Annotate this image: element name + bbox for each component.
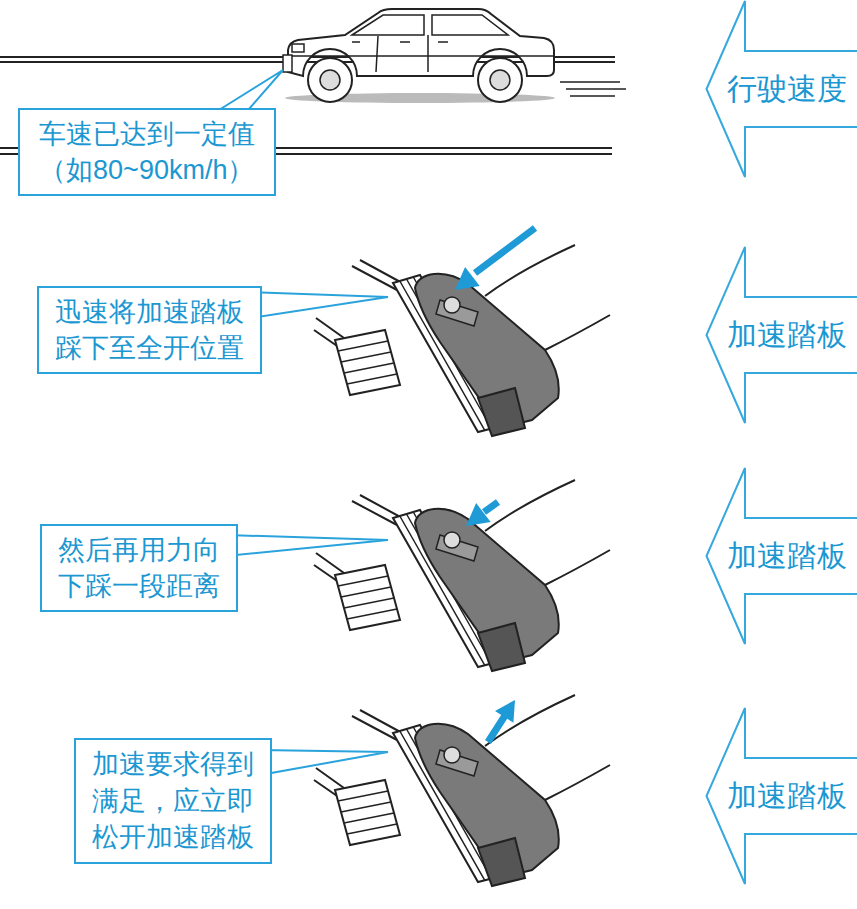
car-hub xyxy=(320,70,340,90)
callout-pointer xyxy=(226,535,388,556)
pedal-scene xyxy=(314,695,610,886)
arrow-outline xyxy=(707,708,857,884)
pedal-scene xyxy=(314,245,610,436)
arrow-outline xyxy=(707,468,857,644)
arrow-outline xyxy=(707,1,857,177)
push-arrow-head xyxy=(466,503,491,526)
callout-box: 加速要求得到 满足，应立即 松开加速踏板 xyxy=(74,738,272,863)
push-arrow xyxy=(475,228,535,273)
arrow-label: 加速踏板 xyxy=(727,538,847,574)
arrow-label: 加速踏板 xyxy=(727,317,847,353)
arrow-tag: 加速踏板 xyxy=(705,246,857,424)
arrow-outline xyxy=(707,247,857,423)
push-arrow-head xyxy=(455,267,480,290)
car-wheel xyxy=(478,58,522,102)
release-arrow xyxy=(488,714,506,742)
car-headlight xyxy=(292,44,304,52)
pedal-scene xyxy=(314,480,610,671)
callout-text: 然后再用力向 下踩一段距离 xyxy=(54,532,224,605)
arrow-tag: 加速踏板 xyxy=(705,707,857,885)
callout-box: 迅速将加速踏板 踩下至全开位置 xyxy=(37,286,262,375)
car-wheel xyxy=(308,58,352,102)
arrow-label: 加速踏板 xyxy=(727,778,847,814)
callout-box: 然后再用力向 下踩一段距离 xyxy=(40,524,238,613)
arrow-tag: 行驶速度 xyxy=(705,0,857,178)
speed-lines xyxy=(560,82,626,96)
release-arrow-head xyxy=(495,700,515,723)
callout-pointer xyxy=(260,750,388,775)
car-bumper xyxy=(283,55,292,72)
arrow-label: 行驶速度 xyxy=(727,71,847,107)
callout-pointer xyxy=(250,292,388,318)
car-window xyxy=(352,15,424,35)
callout-box: 车速已达到一定值 （如80~90km/h） xyxy=(18,108,276,197)
car-hub xyxy=(490,70,510,90)
car-window xyxy=(432,15,508,35)
callout-text: 车速已达到一定值 （如80~90km/h） xyxy=(32,116,262,189)
callout-text: 加速要求得到 满足，应立即 松开加速踏板 xyxy=(88,746,258,855)
arrow-tag: 加速踏板 xyxy=(705,467,857,645)
push-arrow xyxy=(484,502,498,512)
callout-text: 迅速将加速踏板 踩下至全开位置 xyxy=(51,294,248,367)
